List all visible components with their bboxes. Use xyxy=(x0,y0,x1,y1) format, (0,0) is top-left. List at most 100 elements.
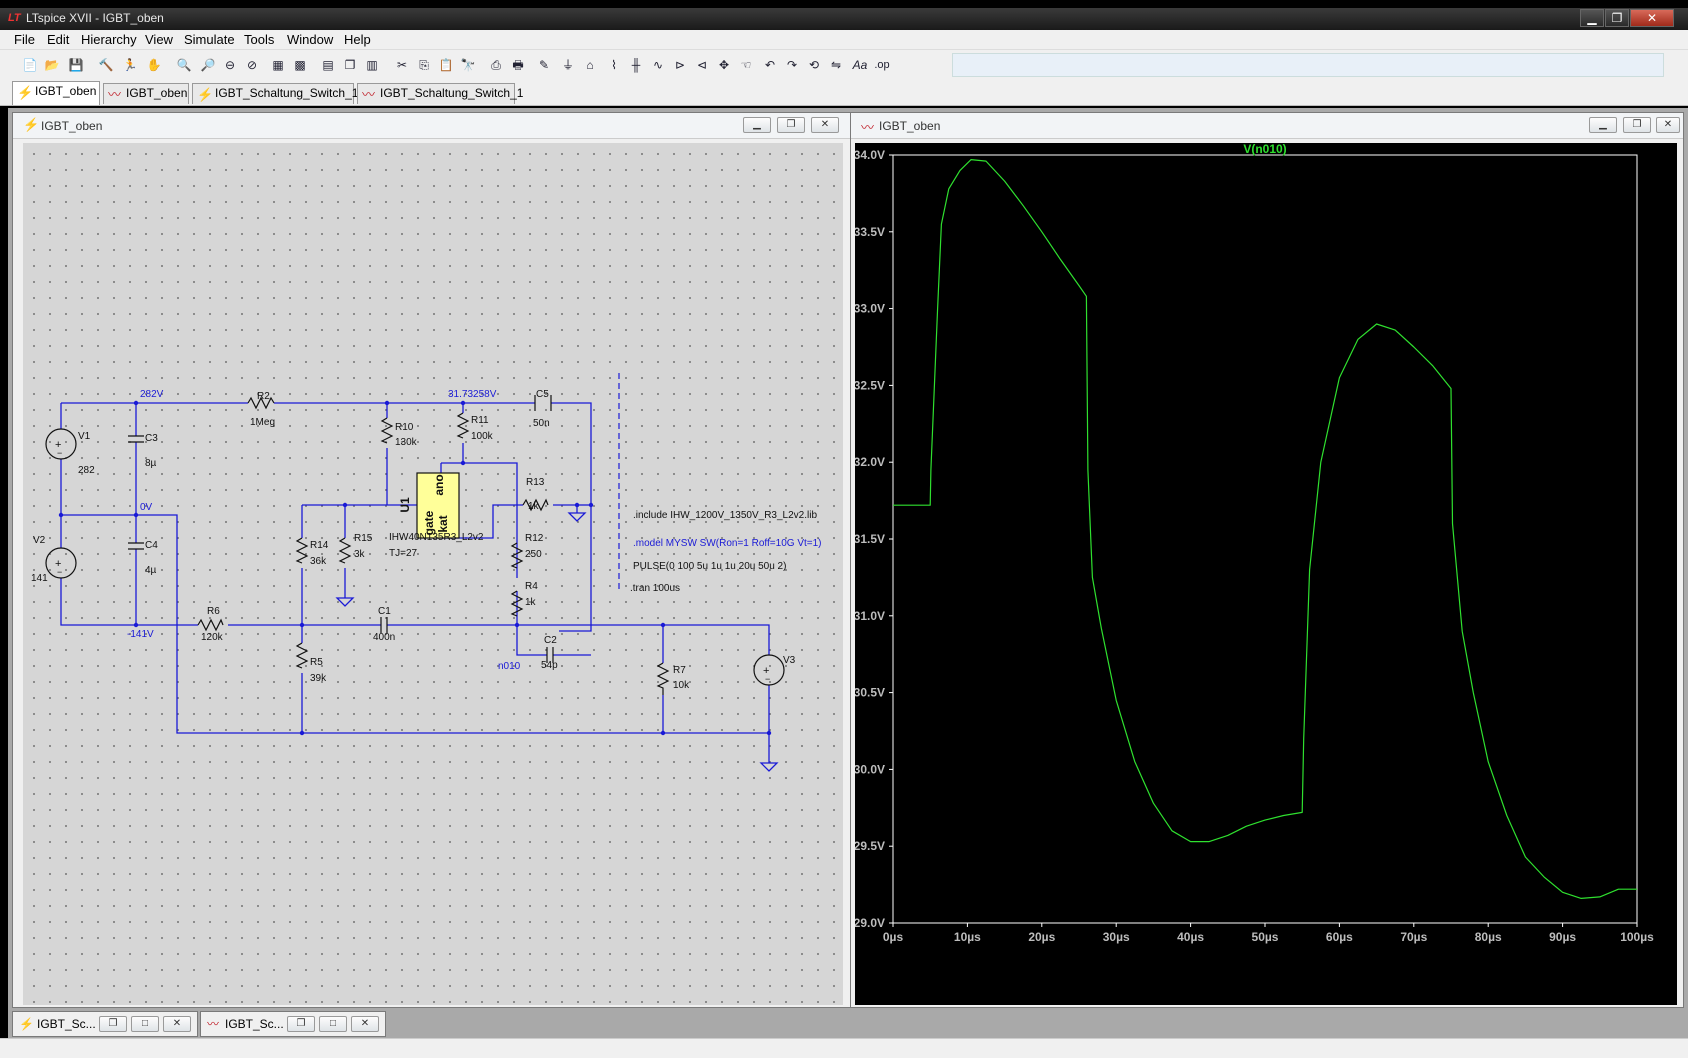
cascade-icon[interactable]: ❐ xyxy=(344,58,356,72)
c5-label: C5 xyxy=(536,389,549,400)
find-icon[interactable]: 🔭 xyxy=(460,58,476,72)
window-restore-button[interactable]: ❐ xyxy=(1623,117,1651,133)
label-net-icon[interactable]: ⌂ xyxy=(586,58,594,72)
window-close-button[interactable]: ✕ xyxy=(1656,117,1680,133)
resistor-icon[interactable]: ⌇ xyxy=(611,58,617,72)
close-button[interactable]: ✕ xyxy=(163,1016,191,1032)
tile-vertical-icon[interactable]: ▥ xyxy=(366,58,378,72)
text-icon[interactable]: Aa xyxy=(852,58,868,72)
grid-icon[interactable]: ▩ xyxy=(294,58,306,72)
print-icon[interactable]: 🖶 xyxy=(512,58,524,72)
menu-view[interactable]: View xyxy=(145,32,173,47)
rotate-icon[interactable]: ⟲ xyxy=(808,58,820,72)
tile-horizontal-icon[interactable]: ▤ xyxy=(322,58,334,72)
move-icon[interactable]: ✥ xyxy=(718,58,730,72)
net-label-0v: 0V xyxy=(140,502,153,513)
v1-label: V1 xyxy=(78,431,91,442)
x-tick-label: 50µs xyxy=(1252,930,1279,944)
restore-button[interactable]: ❐ xyxy=(287,1016,315,1032)
save-icon[interactable]: 💾 xyxy=(68,58,84,72)
spice-directive-icon[interactable]: .op xyxy=(874,59,890,71)
v1-value: 282 xyxy=(78,465,95,476)
menu-window[interactable]: Window xyxy=(287,32,334,47)
c5-value: 50n xyxy=(533,418,550,429)
wire-icon[interactable]: ✎ xyxy=(538,58,550,72)
c2-value: 54p xyxy=(541,660,558,671)
new-schematic-icon[interactable]: 📄 xyxy=(22,58,38,72)
inductor-icon[interactable]: ∿ xyxy=(652,58,664,72)
svg-text:−: − xyxy=(57,567,62,577)
mirror-icon[interactable]: ⇋ xyxy=(830,58,842,72)
minimize-button[interactable]: ▁ xyxy=(1580,9,1604,27)
schematic-canvas[interactable]: +− +− +− U1 gate kat xyxy=(23,143,843,1005)
zoom-in-icon[interactable]: 🔍 xyxy=(176,58,192,72)
r14-label: R14 xyxy=(310,540,329,551)
c3-label: C3 xyxy=(145,433,158,444)
tab-igbt-oben-plot[interactable]: 〰 IGBT_oben xyxy=(103,83,189,104)
halt-icon[interactable]: ✋ xyxy=(146,58,162,72)
maximize-button[interactable]: ❐ xyxy=(1605,9,1629,27)
zoom-area-icon[interactable]: 🔎 xyxy=(200,58,216,72)
v2-value: 141 xyxy=(31,573,48,584)
window-restore-button[interactable]: ❐ xyxy=(777,117,805,133)
plot-window-titlebar[interactable]: 〰 IGBT_oben ▁ ❐ ✕ xyxy=(851,113,1683,139)
diode-icon[interactable]: ⊳ xyxy=(674,58,686,72)
menu-edit[interactable]: Edit xyxy=(47,32,70,47)
schematic-window-titlebar[interactable]: ⚡ IGBT_oben ▁ ❐ ✕ xyxy=(13,113,851,139)
ground-icon[interactable]: ⏚ xyxy=(561,58,574,72)
u1-pin-kat: kat xyxy=(436,515,450,532)
window-minimize-button[interactable]: ▁ xyxy=(1589,117,1617,133)
directive-model[interactable]: .model MYSW SW(Ron=1 Roff=10G Vt=1) xyxy=(633,538,822,549)
run-icon[interactable]: 🏃 xyxy=(122,58,138,72)
x-tick-label: 30µs xyxy=(1103,930,1130,944)
minimized-window-plot[interactable]: 〰 IGBT_Sc... ❐ □ ✕ xyxy=(200,1011,386,1037)
undo-icon[interactable]: ↶ xyxy=(764,58,776,72)
directive-tran[interactable]: .tran 100us xyxy=(630,583,680,594)
toolbar-empty-area xyxy=(952,53,1664,77)
tab-igbt-schaltung-plot[interactable]: 〰 IGBT_Schaltung_Switch_1 xyxy=(357,83,523,104)
schematic-drawing: +− +− +− U1 gate kat xyxy=(31,373,822,772)
open-icon[interactable]: 📂 xyxy=(44,58,60,72)
window-close-button[interactable]: ✕ xyxy=(811,117,839,133)
drag-icon[interactable]: ☜ xyxy=(740,58,752,72)
zoom-out-icon[interactable]: ⊖ xyxy=(224,58,236,72)
zoom-cancel-icon[interactable]: ⊘ xyxy=(246,58,258,72)
minimized-window-schematic[interactable]: ⚡ IGBT_Sc... ❐ □ ✕ xyxy=(12,1011,198,1037)
capacitor-icon[interactable]: ╫ xyxy=(631,58,641,72)
menu-simulate[interactable]: Simulate xyxy=(184,32,235,47)
cut-icon[interactable]: ✂ xyxy=(396,58,408,72)
minimized-window-label: IGBT_Sc... xyxy=(37,1017,96,1031)
menu-tools[interactable]: Tools xyxy=(244,32,275,47)
plot-frame xyxy=(892,154,1638,924)
schematic-icon: ⚡ xyxy=(23,117,40,132)
menu-hierarchy[interactable]: Hierarchy xyxy=(81,32,137,47)
maximize-button[interactable]: □ xyxy=(131,1016,159,1032)
menu-help[interactable]: Help xyxy=(344,32,371,47)
close-button[interactable]: ✕ xyxy=(351,1016,379,1032)
x-tick-label: 0µs xyxy=(883,930,904,944)
y-tick-label: 29.5V xyxy=(855,839,885,853)
component-icon[interactable]: ⊲ xyxy=(696,58,708,72)
print-setup-icon[interactable]: ⎙ xyxy=(491,58,501,72)
net-label-minus141v: -141V xyxy=(127,629,154,640)
copy-icon[interactable]: ⎘ xyxy=(419,58,429,72)
autorange-icon[interactable]: ▦ xyxy=(272,58,284,72)
close-button[interactable]: ✕ xyxy=(1630,9,1674,27)
control-panel-icon[interactable]: 🔨 xyxy=(98,58,114,72)
ltspice-logo-icon: LT xyxy=(8,12,21,24)
directive-include[interactable]: .include IHW_1200V_1350V_R3_L2v2.lib xyxy=(633,510,817,521)
u1-pin-ano: ano xyxy=(432,474,446,495)
redo-icon[interactable]: ↷ xyxy=(786,58,798,72)
directive-pulse[interactable]: PULSE(0 100 5u 1u 1u 20u 50u 2) xyxy=(633,561,786,572)
c1-value: 400n xyxy=(373,632,395,643)
tab-igbt-schaltung-schematic[interactable]: ⚡ IGBT_Schaltung_Switch_1 xyxy=(192,83,358,104)
tab-igbt-oben-schematic[interactable]: ⚡ IGBT_oben xyxy=(12,81,100,105)
x-tick-label: 100µs xyxy=(1620,930,1654,944)
window-minimize-button[interactable]: ▁ xyxy=(743,117,771,133)
paste-icon[interactable]: 📋 xyxy=(438,58,454,72)
minimized-windows-bar: ⚡ IGBT_Sc... ❐ □ ✕ 〰 IGBT_Sc... ❐ □ ✕ xyxy=(8,1008,1688,1038)
restore-button[interactable]: ❐ xyxy=(99,1016,127,1032)
menu-file[interactable]: File xyxy=(14,32,35,47)
maximize-button[interactable]: □ xyxy=(319,1016,347,1032)
